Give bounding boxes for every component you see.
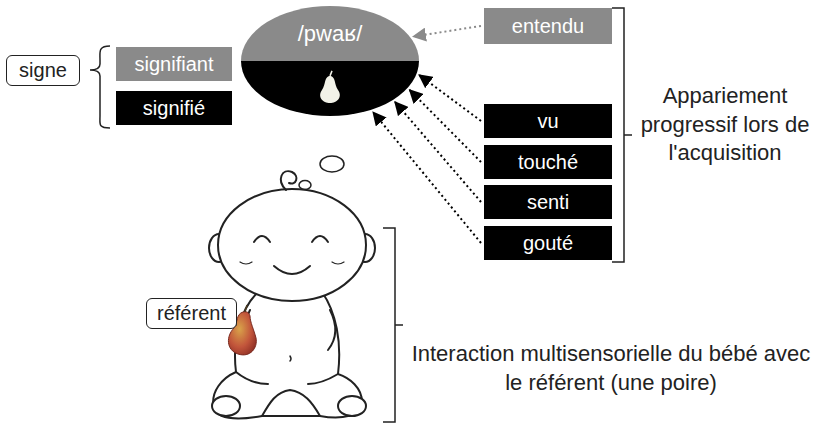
curly-brace	[90, 46, 110, 128]
node-text: référent	[157, 302, 226, 325]
label-box: signifiant	[116, 47, 232, 81]
bracket	[383, 228, 403, 422]
label-box: senti	[484, 185, 612, 219]
pear-icon	[320, 76, 340, 103]
node-text: /pwaʁ/	[298, 21, 363, 46]
label-box: entendu	[484, 8, 612, 44]
sign-ellipse: /pwaʁ/	[240, 5, 420, 117]
label-box: référent	[146, 298, 237, 329]
node-text: touché	[518, 151, 578, 174]
baby-drawing	[209, 171, 375, 418]
node-text: gouté	[523, 232, 573, 255]
node-text: signifiant	[135, 53, 214, 76]
label-box: signifié	[116, 91, 232, 125]
node-text: signe	[19, 59, 67, 82]
dotted-arrow	[413, 26, 481, 36]
pear-stem	[330, 71, 332, 76]
annotation-text: Appariement progressif lors de l'acquisi…	[632, 82, 818, 168]
dotted-arrow	[373, 112, 481, 243]
node-text: vu	[537, 110, 558, 133]
node-text: senti	[527, 191, 569, 214]
node-text: signifié	[143, 97, 205, 120]
label-box: signe	[6, 55, 80, 86]
dotted-arrow	[410, 90, 481, 162]
label-box: gouté	[484, 226, 612, 260]
node-text: entendu	[512, 15, 584, 38]
dotted-arrow	[395, 102, 481, 202]
bracket	[612, 8, 632, 262]
annotation-text: Interaction multisensorielle du bébé ave…	[404, 340, 818, 397]
dotted-arrow	[419, 75, 481, 121]
label-box: touché	[484, 145, 612, 179]
label-box: vu	[484, 104, 612, 138]
